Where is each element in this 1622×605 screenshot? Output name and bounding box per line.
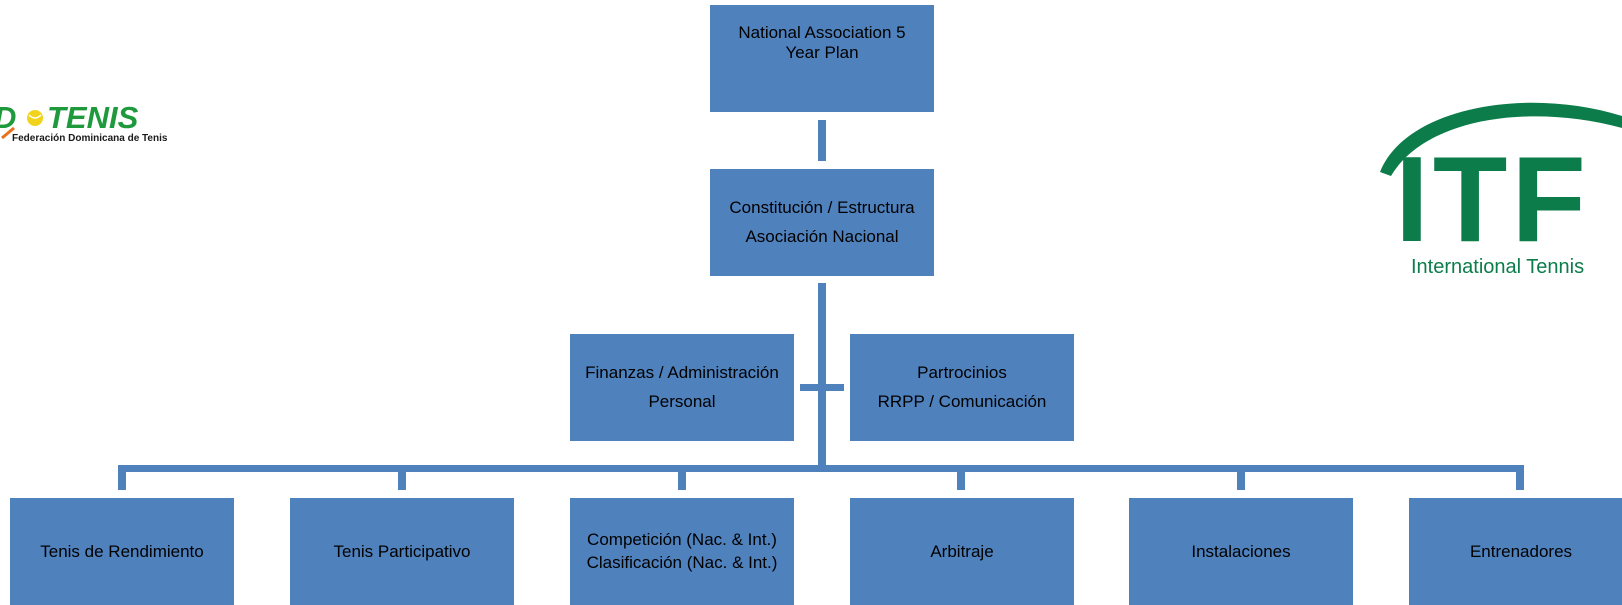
connector-drop-6 bbox=[1516, 465, 1524, 490]
itf-letters: ITF bbox=[1395, 131, 1590, 267]
connector-drop-5 bbox=[1237, 465, 1245, 490]
node-instalaciones-label: Instalaciones bbox=[1191, 541, 1291, 561]
node-tenis-rendimiento: Tenis de Rendimiento bbox=[10, 498, 234, 605]
fedotenis-wordmark: TENIS bbox=[47, 100, 139, 135]
node-partrocinios-line2: RRPP / Comunicación bbox=[877, 391, 1047, 411]
itf-subtitle: International Tennis bbox=[1411, 256, 1585, 278]
connector-horizontal-bus bbox=[118, 465, 1524, 472]
connector-drop-2 bbox=[398, 465, 406, 490]
connector-trunk bbox=[818, 283, 826, 468]
itf-swoosh-graphic bbox=[1380, 102, 1622, 176]
node-partrocinios: Partrocinios RRPP / Comunicación bbox=[850, 334, 1074, 441]
node-competicion-line1: Competición (Nac. & Int.) bbox=[587, 529, 777, 549]
node-competicion: Competición (Nac. & Int.) Clasificación … bbox=[570, 498, 794, 605]
node-instalaciones: Instalaciones bbox=[1129, 498, 1353, 605]
node-entrenadores-label: Entrenadores bbox=[1469, 541, 1573, 561]
node-tenis-participativo-label: Tenis Participativo bbox=[333, 541, 471, 561]
node-national-plan-line2: Year Plan bbox=[785, 43, 859, 63]
fedotenis-logo: D TENIS Federación Dominicana de Tenis bbox=[0, 100, 170, 150]
node-arbitraje: Arbitraje bbox=[850, 498, 1074, 605]
node-finanzas-line2: Personal bbox=[648, 391, 716, 411]
node-finanzas: Finanzas / Administración Personal bbox=[570, 334, 794, 441]
connector-drop-3 bbox=[678, 465, 686, 490]
node-tenis-participativo: Tenis Participativo bbox=[290, 498, 514, 605]
node-entrenadores: Entrenadores bbox=[1409, 498, 1622, 605]
node-competicion-line2: Clasificación (Nac. & Int.) bbox=[586, 552, 778, 572]
node-partrocinios-line1: Partrocinios bbox=[917, 363, 1007, 383]
node-tenis-rendimiento-label: Tenis de Rendimiento bbox=[40, 541, 204, 561]
connector-side-crossbar bbox=[800, 384, 844, 391]
connector-drop-1 bbox=[118, 465, 126, 490]
node-national-plan: National Association 5 Year Plan bbox=[710, 5, 934, 112]
node-arbitraje-label: Arbitraje bbox=[930, 541, 994, 561]
node-national-plan-line1: National Association 5 bbox=[738, 23, 906, 42]
fedotenis-d: D bbox=[0, 100, 16, 136]
connector-plan-constitucion bbox=[818, 120, 826, 161]
fedotenis-subtitle: Federación Dominicana de Tenis bbox=[12, 133, 168, 144]
node-constitucion: Constitución / Estructura Asociación Nac… bbox=[710, 169, 934, 276]
node-constitucion-line2: Asociación Nacional bbox=[745, 226, 899, 246]
connector-drop-4 bbox=[957, 465, 965, 490]
itf-logo: ITF International Tennis bbox=[1375, 88, 1622, 288]
node-constitucion-line1: Constitución / Estructura bbox=[729, 198, 915, 218]
node-finanzas-line1: Finanzas / Administración bbox=[585, 363, 779, 383]
fedotenis-logo-graphic bbox=[1, 110, 43, 140]
